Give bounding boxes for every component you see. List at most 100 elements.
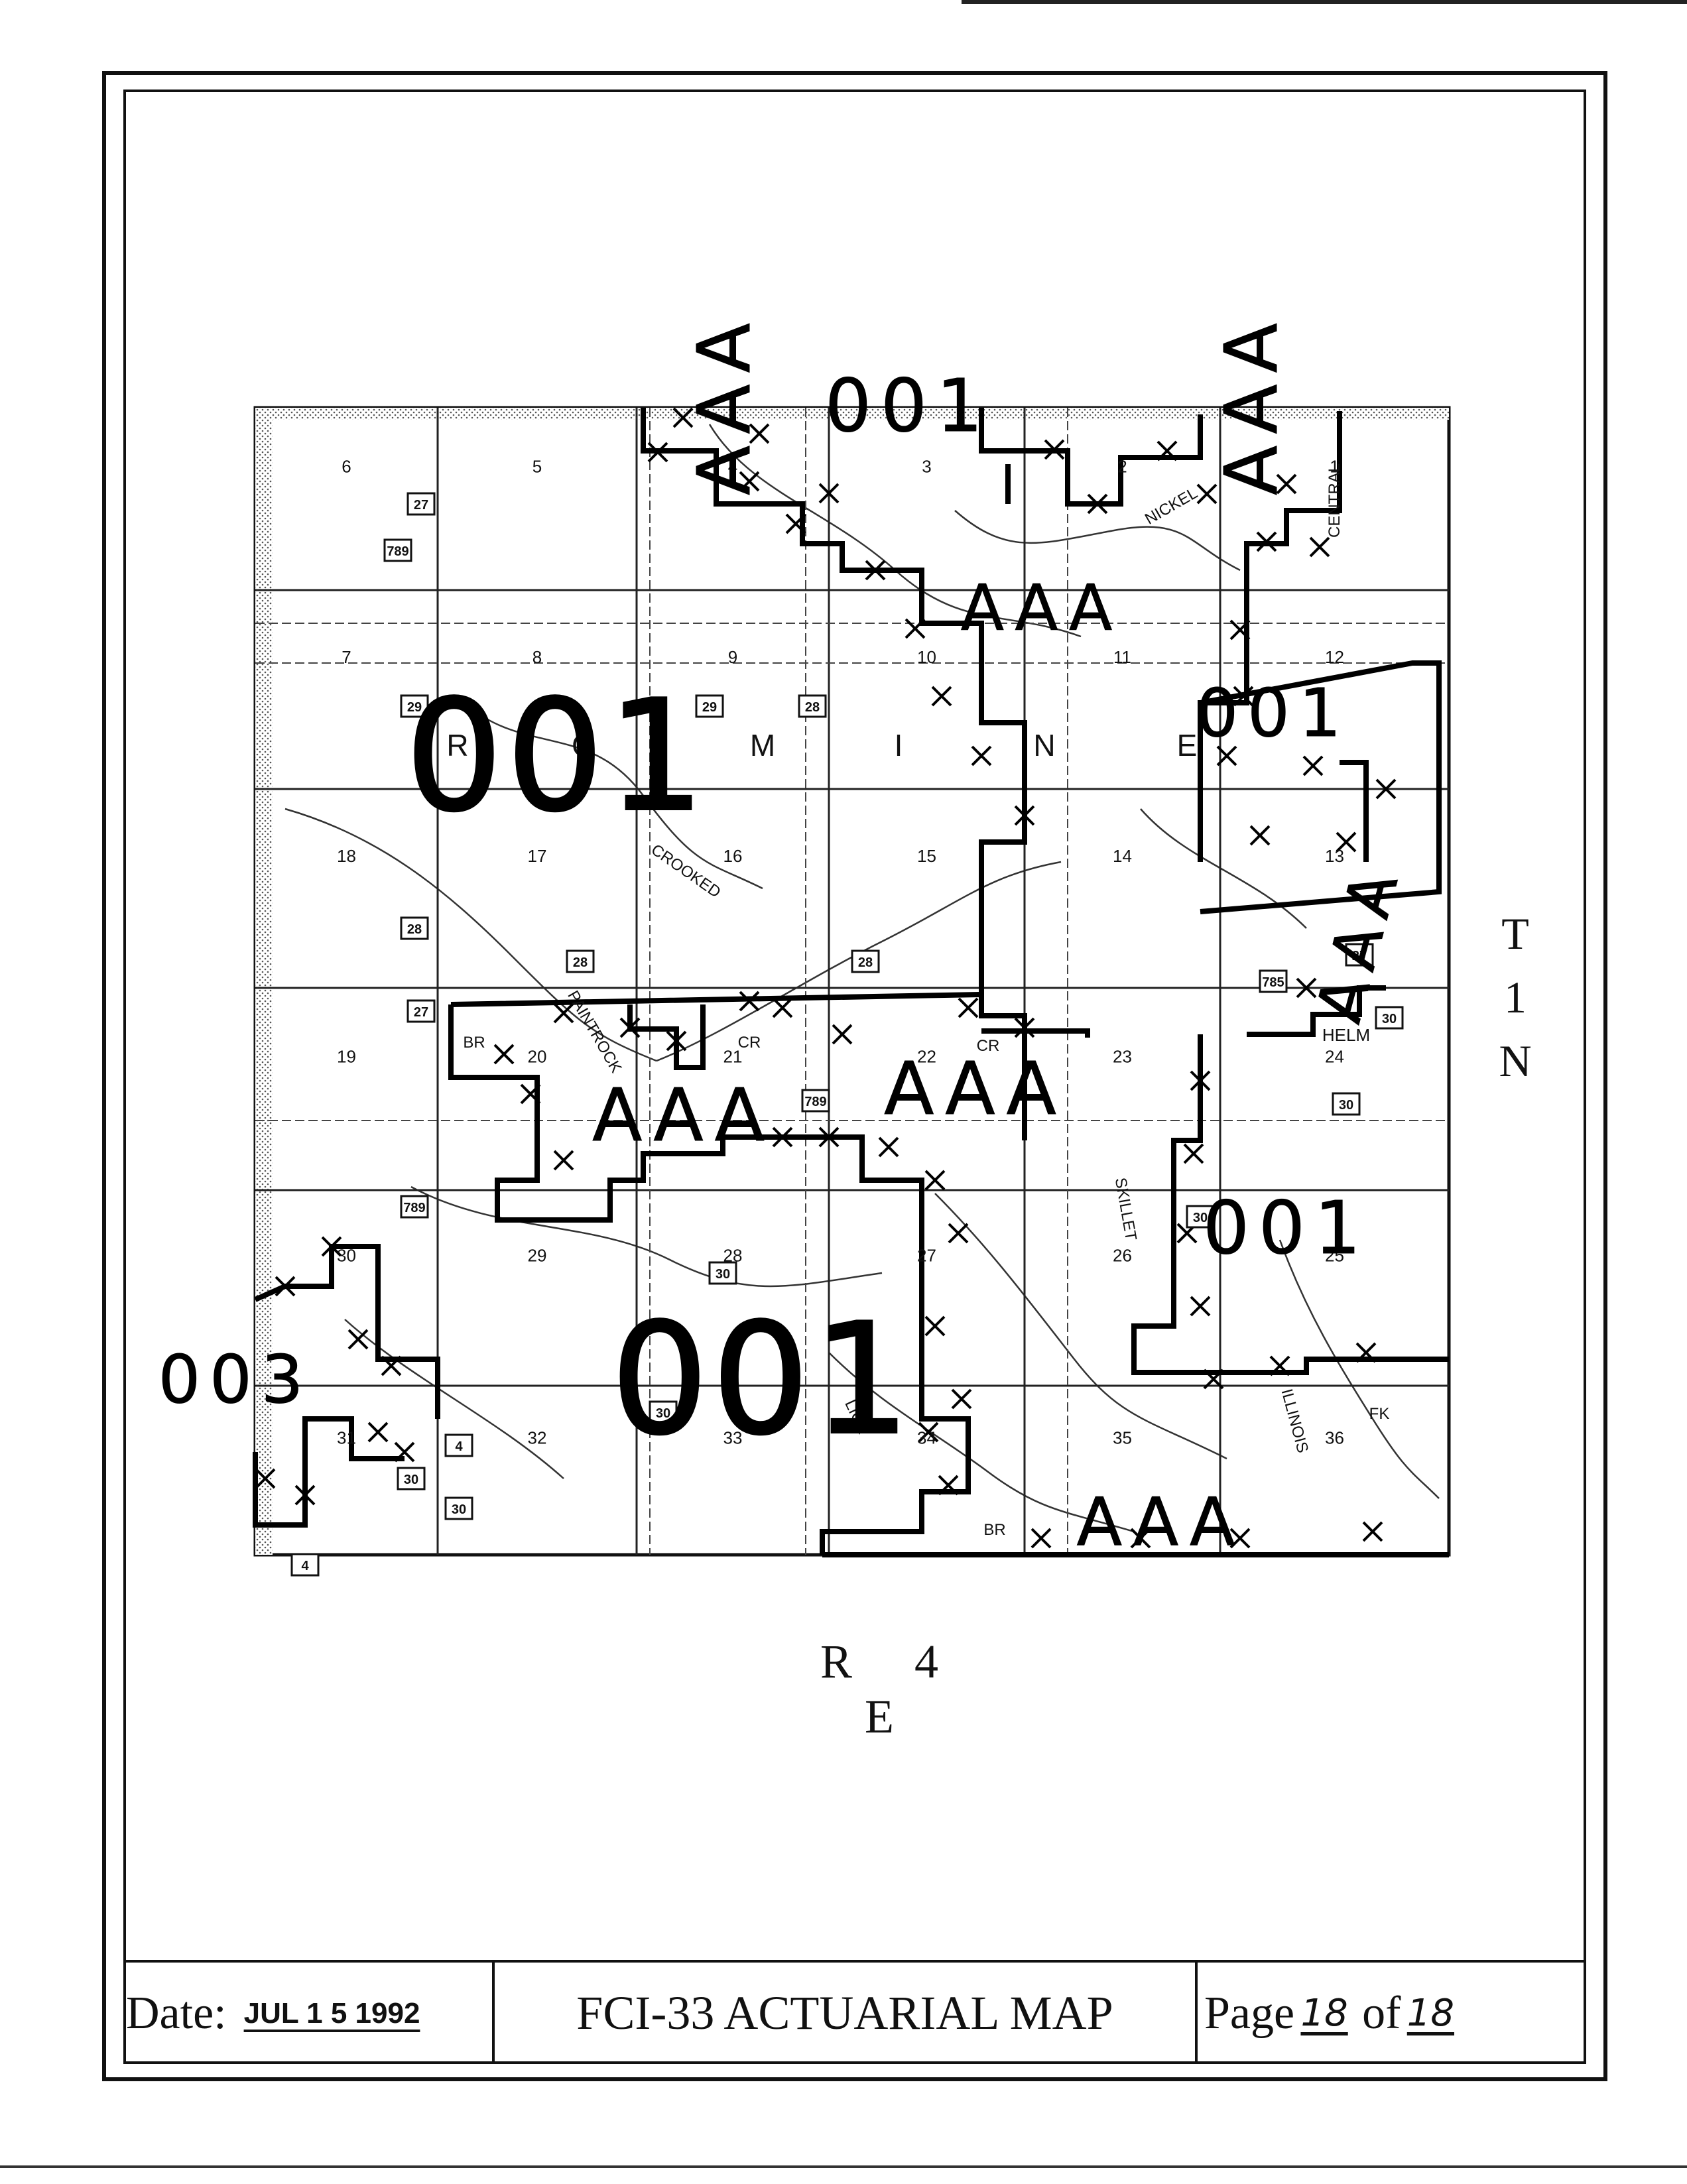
route-shield: 30 <box>708 1261 737 1285</box>
boundary-x-mark <box>619 1017 641 1038</box>
date-label: Date: <box>126 1987 227 2039</box>
boundary-x-mark <box>1233 686 1254 707</box>
section-number: 22 <box>917 1047 936 1067</box>
section-number: 35 <box>1113 1428 1132 1448</box>
map-frame <box>253 406 1451 1557</box>
township-name-letter: I <box>895 728 903 762</box>
rating-zone-boundary <box>254 1244 440 1419</box>
route-shield: 785 <box>1259 969 1288 993</box>
route-shield: 30 <box>1375 1006 1404 1030</box>
section-number: 14 <box>1113 846 1132 866</box>
route-shield: 4 <box>444 1433 473 1457</box>
rating-zone-label: AAA <box>1209 314 1294 495</box>
range-label: R 4 E <box>820 1635 964 1743</box>
section-number: 7 <box>342 647 351 667</box>
title-cell: FCI-33 ACTUARIAL MAP <box>495 1963 1198 2064</box>
route-shield-box <box>406 999 436 1023</box>
north-shaded-strip <box>255 408 1449 420</box>
section-number: 18 <box>337 846 356 866</box>
section-number: 12 <box>1325 647 1344 667</box>
page-cell: Page 18 of 18 <box>1198 1963 1586 2064</box>
creek-label: BR <box>463 1034 485 1052</box>
route-shield: 30 <box>444 1496 473 1520</box>
creek-line <box>464 702 763 890</box>
boundary-x-mark <box>1355 1342 1377 1363</box>
boundary-x-mark <box>1216 745 1237 766</box>
boundary-x-mark <box>1196 483 1218 505</box>
route-shield-number: 785 <box>1262 975 1284 990</box>
boundary-x-mark <box>924 1315 946 1337</box>
boundary-x-mark <box>1014 805 1035 826</box>
route-shield-box <box>1259 969 1288 993</box>
boundary-x-mark <box>553 1002 574 1024</box>
map-title: FCI-33 ACTUARIAL MAP <box>576 1986 1113 2039</box>
rating-zone-label: 001 <box>825 363 992 448</box>
township-name-letter: E <box>1177 728 1198 762</box>
route-shield-number: 27 <box>414 498 428 513</box>
section-number: 33 <box>723 1428 743 1448</box>
rating-zone-boundary <box>627 1004 706 1070</box>
boundary-x-mark <box>938 1475 959 1496</box>
boundary-x-mark <box>832 1024 853 1045</box>
route-shield: 789 <box>383 538 412 562</box>
rating-zone-boundary <box>448 1004 971 1555</box>
boundary-x-mark <box>367 1422 389 1443</box>
route-shield-box <box>798 694 827 718</box>
boundary-x-mark <box>1087 493 1108 515</box>
route-shield: 30 <box>397 1467 426 1490</box>
route-shield-box <box>397 1467 426 1490</box>
route-shield-box <box>444 1433 473 1457</box>
section-number: 25 <box>1325 1246 1344 1266</box>
route-shield: 28 <box>798 694 827 718</box>
route-shield-box <box>801 1089 830 1113</box>
section-number: 19 <box>337 1047 356 1067</box>
route-shield-number: 30 <box>404 1473 418 1487</box>
outer-border <box>102 71 1607 2081</box>
route-shield-box <box>695 694 724 718</box>
section-number: 9 <box>728 647 737 667</box>
route-shield-number: 27 <box>1352 949 1367 963</box>
boundary-x-mark <box>948 1223 969 1244</box>
route-shield-number: 789 <box>403 1201 425 1215</box>
top-scan-rule <box>962 0 1687 4</box>
rating-zone-boundary <box>1247 985 1386 1037</box>
footer-bar: Date: JUL 1 5 1992 FCI-33 ACTUARIAL MAP … <box>123 1960 1586 2064</box>
inner-border <box>123 90 1586 2064</box>
route-shield-number: 30 <box>1382 1012 1397 1026</box>
rating-zone-label: AAA <box>961 572 1121 645</box>
section-number: 21 <box>723 1047 743 1067</box>
section-number: 2 <box>1117 457 1127 477</box>
section-number: 15 <box>917 846 936 866</box>
route-shield: 28 <box>400 916 429 940</box>
boundary-x-mark <box>647 442 668 463</box>
creek-label: BR <box>983 1521 1005 1539</box>
creek-label: CENTRAL <box>1326 463 1343 538</box>
route-shield-box <box>1345 943 1374 967</box>
boundary-x-mark <box>1014 1017 1035 1038</box>
boundary-x-mark <box>1156 440 1178 461</box>
route-shield-box <box>400 916 429 940</box>
rating-zone-label: 003 <box>158 1341 313 1418</box>
boundary-x-mark <box>818 1126 840 1148</box>
route-shield-number: 4 <box>301 1559 309 1573</box>
route-shield-number: 30 <box>716 1267 730 1282</box>
creek-label: FK <box>1369 1405 1390 1423</box>
boundary-x-mark <box>918 1422 939 1443</box>
boundary-x-mark <box>1296 977 1317 999</box>
rating-zone-label: 001 <box>1203 1185 1370 1270</box>
boundary-x-mark <box>275 1276 296 1297</box>
creek-line <box>344 1319 564 1479</box>
rating-zone-boundary <box>979 408 1203 507</box>
boundary-x-mark <box>1203 1368 1224 1390</box>
creek-line <box>934 1193 1227 1460</box>
boundary-x-mark <box>1269 1355 1290 1376</box>
creek-line <box>1279 1239 1440 1499</box>
rating-zone-boundary <box>1131 1034 1449 1375</box>
route-shield-box <box>400 694 429 718</box>
section-number: 27 <box>917 1246 936 1266</box>
route-shield: 30 <box>1332 1092 1361 1116</box>
rating-zone-boundary <box>1200 660 1442 914</box>
section-number: 3 <box>922 457 931 477</box>
creek-line <box>828 1352 1135 1533</box>
